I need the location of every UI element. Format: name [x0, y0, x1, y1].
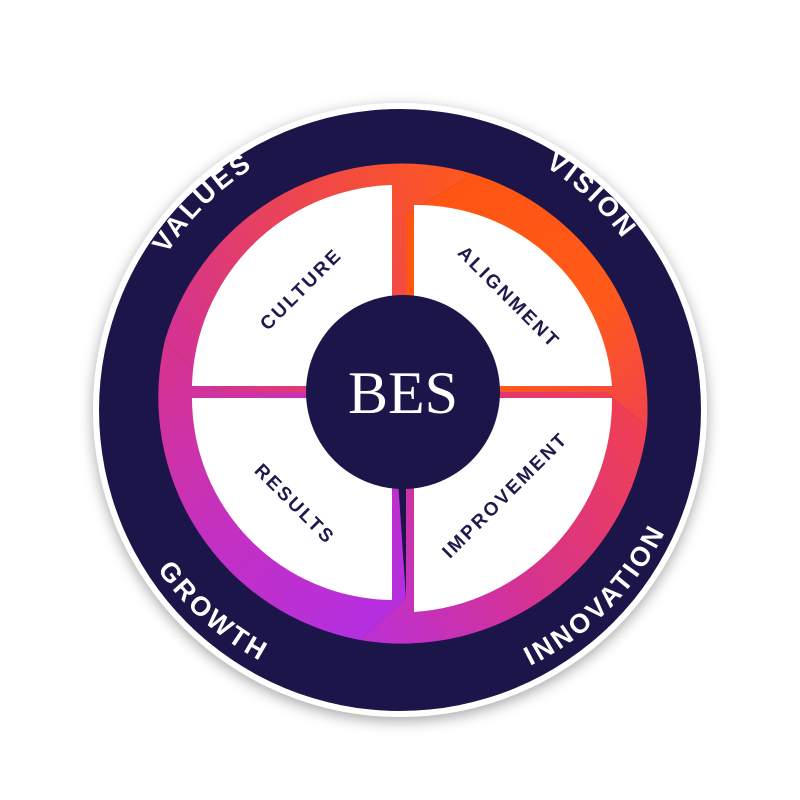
center-circle — [306, 295, 500, 489]
center-label: BES — [348, 360, 458, 426]
